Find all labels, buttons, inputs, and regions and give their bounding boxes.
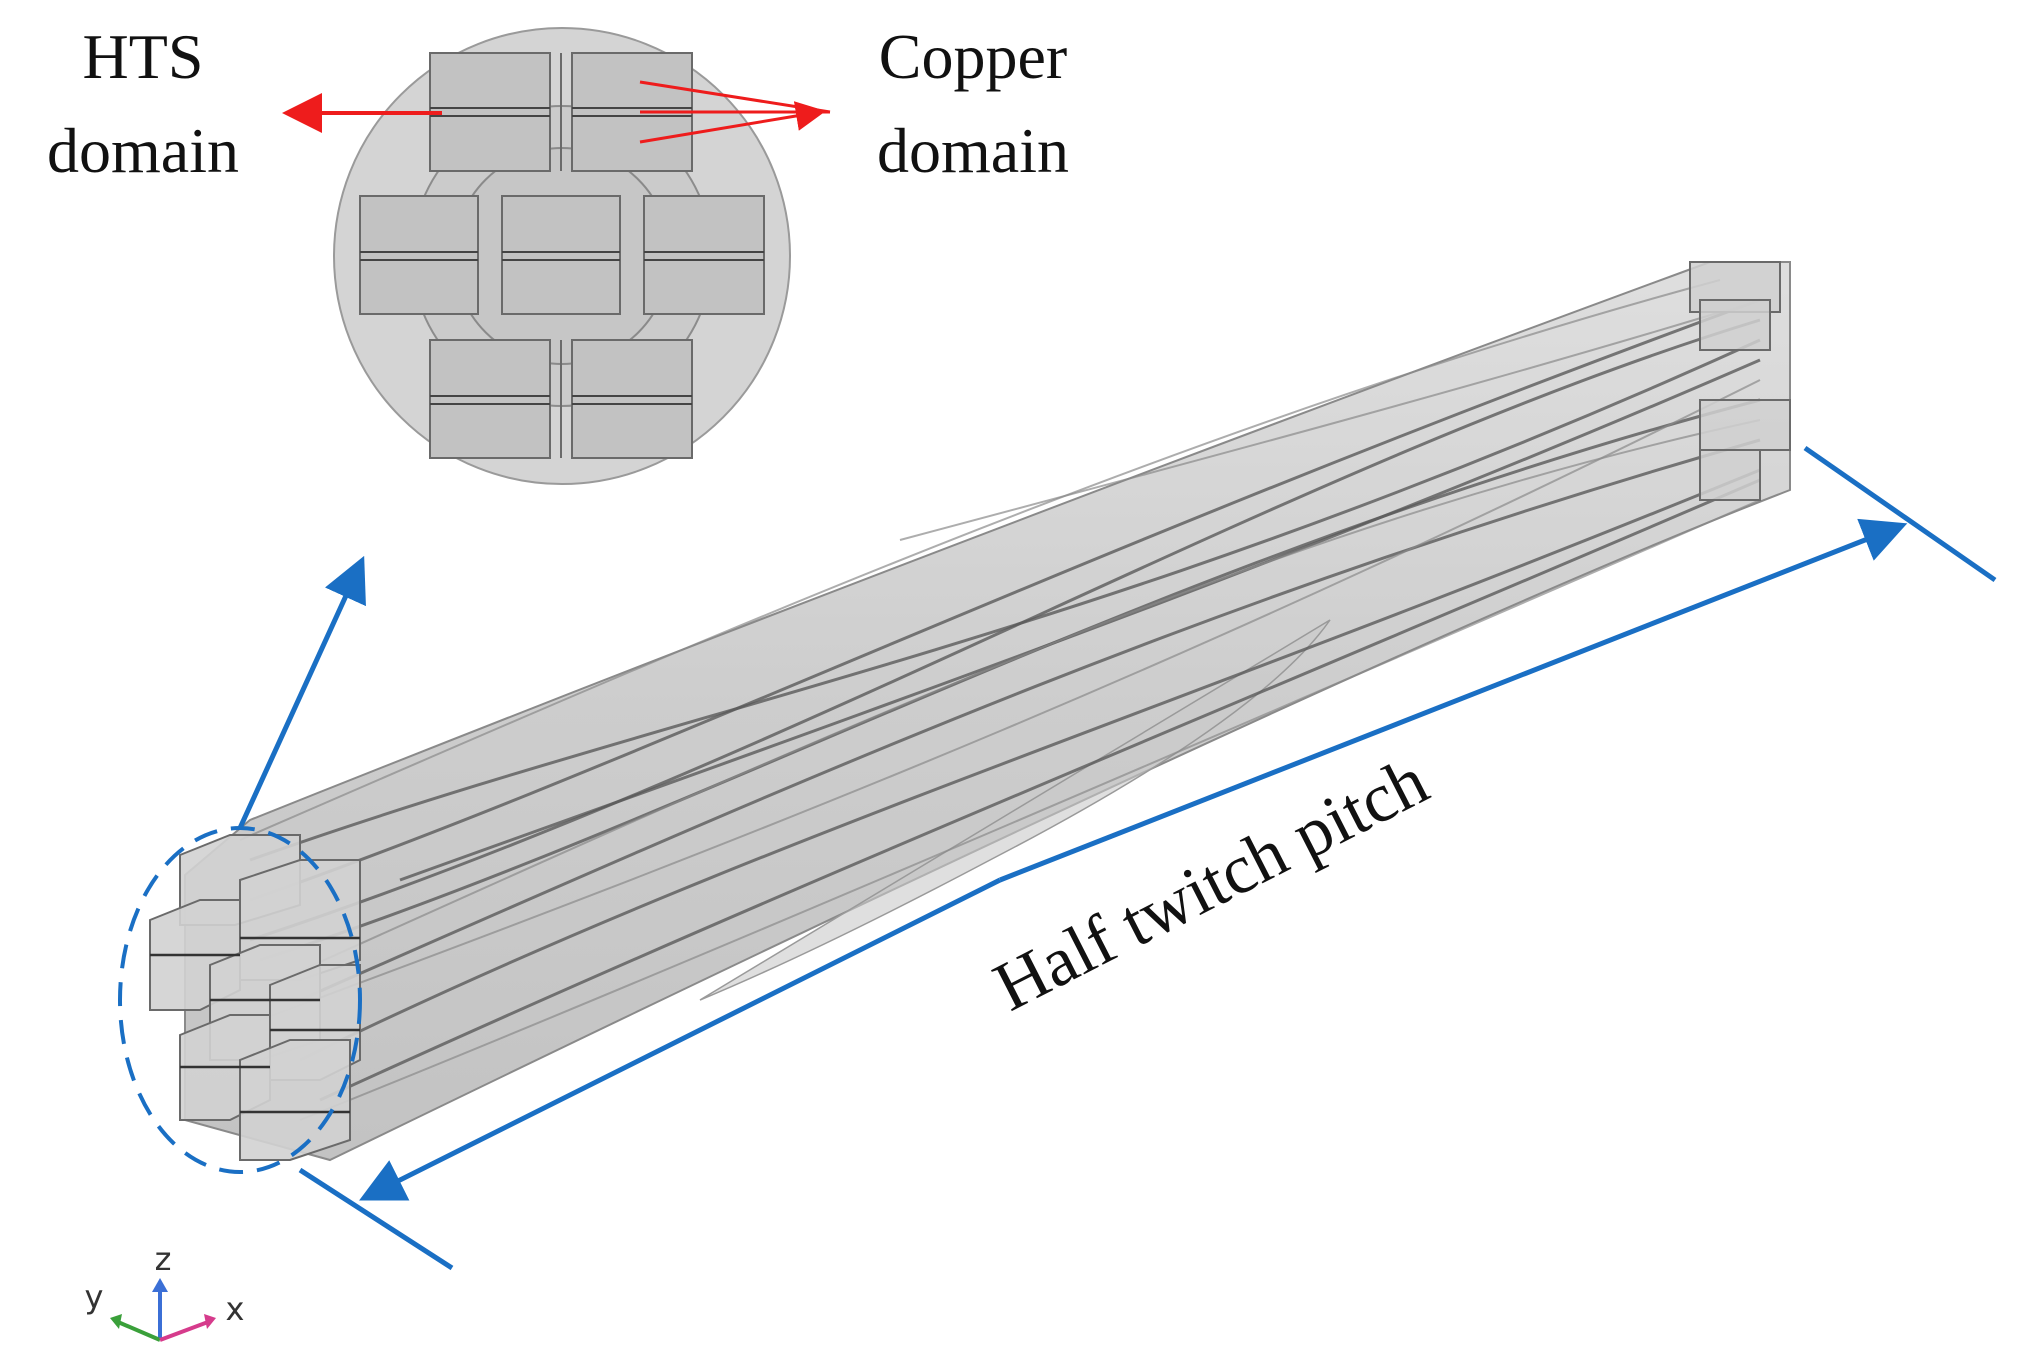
x-axis-line bbox=[159, 1320, 209, 1342]
x-axis-label: x bbox=[226, 1290, 245, 1328]
tape-bottom-right bbox=[571, 339, 693, 459]
x-axis-head bbox=[204, 1314, 216, 1329]
copper-label-line1: Copper bbox=[879, 21, 1067, 92]
y-axis-head bbox=[110, 1314, 122, 1329]
right-end-tapes bbox=[1689, 261, 1791, 501]
y-axis-line bbox=[117, 1320, 161, 1342]
tape-middle-right bbox=[643, 195, 765, 315]
strand-lines-light bbox=[239, 279, 1761, 1121]
left-end-tape-dark-lines bbox=[150, 936, 360, 1114]
hts-label-line1: HTS bbox=[83, 21, 204, 92]
pitch-arrow-to-left bbox=[359, 877, 1002, 1201]
axis-triad: z y x bbox=[85, 1240, 245, 1342]
cross-section-view bbox=[333, 27, 791, 485]
z-axis-head bbox=[152, 1278, 168, 1292]
copper-domain-pointer bbox=[639, 80, 831, 144]
pitch-arrow-to-right bbox=[999, 518, 1908, 883]
tape-top-left bbox=[429, 52, 551, 172]
callout-arrow bbox=[237, 555, 366, 830]
tape-middle-left bbox=[359, 195, 479, 315]
cable-bulge bbox=[699, 619, 1331, 1001]
pitch-tick-left bbox=[298, 1167, 454, 1271]
pitch-tick-right bbox=[1803, 445, 1997, 583]
tape-bottom-left bbox=[429, 339, 551, 459]
twisted-cable bbox=[149, 261, 1791, 1162]
z-axis-label: z bbox=[155, 1240, 172, 1278]
y-axis-label: y bbox=[85, 1278, 104, 1316]
copper-label-line2: domain bbox=[877, 115, 1069, 186]
pitch-dimension bbox=[298, 445, 1997, 1271]
tape-center bbox=[501, 195, 621, 315]
hts-label-line2: domain bbox=[47, 115, 239, 186]
